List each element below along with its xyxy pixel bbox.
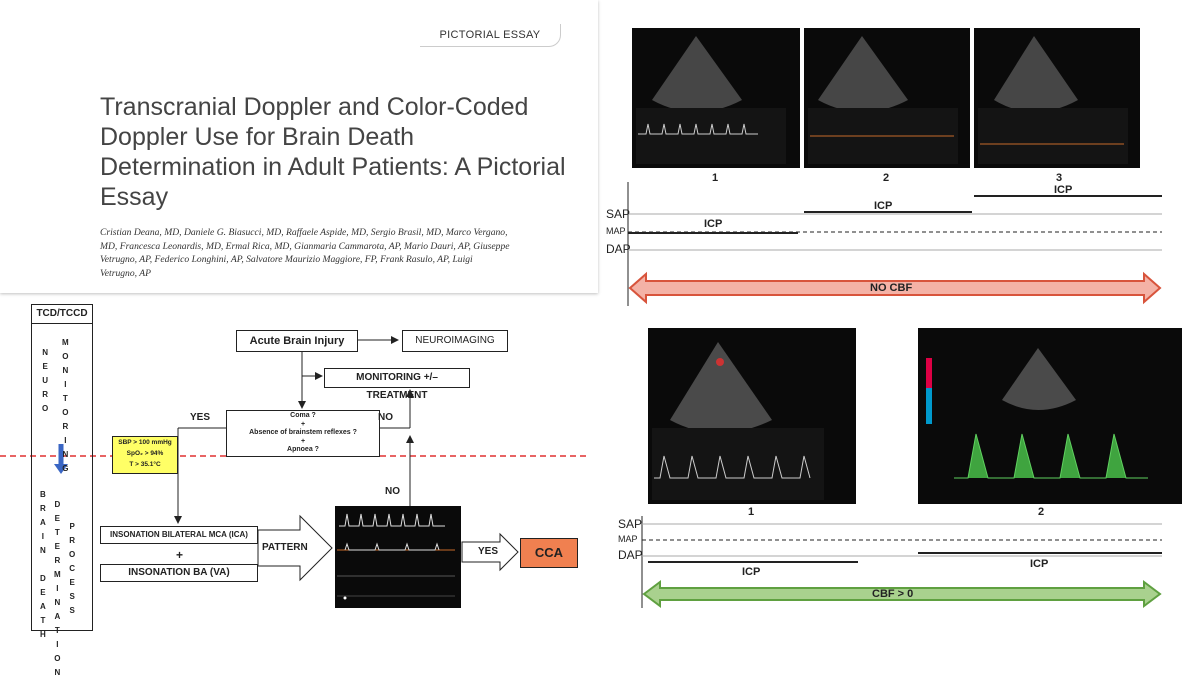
panel-label-2: 2 <box>883 172 890 184</box>
cbf-present-figure: 1 2 SAP MAP DAP ICP ICP CBF > 0 <box>600 322 1200 635</box>
sap-label-bottom: SAP <box>618 517 643 531</box>
map-label: MAP <box>606 226 626 236</box>
paper-header: PICTORIAL ESSAY Transcranial Doppler and… <box>0 0 598 293</box>
ultrasound-panel-bottom-2 <box>918 328 1182 504</box>
insonation-plus: + <box>176 548 184 562</box>
sap-label: SAP <box>606 207 631 221</box>
ultrasound-panel-3 <box>974 28 1140 168</box>
coma-line: Coma ? <box>290 412 316 419</box>
dap-label: DAP <box>606 242 631 256</box>
yes-label: YES <box>190 412 211 423</box>
side-text-monitoring: M O N I T O R I N G <box>62 338 69 473</box>
no-cbf-banner: NO CBF <box>870 282 913 294</box>
flowchart: TCD/TCCD N E U R O M O N I T O R I N G B… <box>0 298 600 677</box>
pattern-label: PATTERN <box>262 542 308 553</box>
no-label: NO <box>378 412 393 423</box>
dap-label-bottom: DAP <box>618 548 643 562</box>
icp-label-3: ICP <box>1054 184 1073 196</box>
panel-label-bottom-2: 2 <box>1038 506 1045 518</box>
coma-plus: + <box>300 420 306 428</box>
author-list: Cristian Deana, MD, Daniele G. Biasucci,… <box>100 227 510 279</box>
cbf-banner: CBF > 0 <box>872 588 914 600</box>
side-text-determination: D E T E R M I N A T I O N <box>54 500 61 677</box>
monitoring-treatment-box: MONITORING +/– TREATMENT <box>324 368 470 401</box>
icp-label-1: ICP <box>704 218 723 230</box>
yes-label-2: YES <box>478 546 499 557</box>
coma-criteria-box: Coma ? + Absence of brainstem reflexes ?… <box>226 410 380 457</box>
paper-title: Transcranial Doppler and Color-Coded Dop… <box>100 93 566 211</box>
neuroimaging-box: NEUROIMAGING <box>402 330 508 352</box>
panel-label-3: 3 <box>1056 172 1063 184</box>
brainstem-plus: + <box>300 437 306 445</box>
side-text-process: P R O C E S S <box>69 522 76 615</box>
no-label-2: NO <box>385 486 400 497</box>
flowchart-connectors <box>0 336 590 582</box>
ultrasound-panel-1 <box>632 28 800 168</box>
doppler-pattern-image <box>335 506 461 608</box>
map-label-bottom: MAP <box>618 534 638 544</box>
cca-box: CCA <box>520 538 578 568</box>
tcd-tccd-header: TCD/TCCD <box>31 304 93 324</box>
no-cbf-figure: 1 2 3 SAP MAP DAP ICP ICP ICP NO CBF <box>600 0 1200 310</box>
insonation-mca-box: INSONATION BILATERAL MCA (ICA) <box>100 526 258 544</box>
acute-brain-injury-box: Acute Brain Injury <box>236 330 358 352</box>
icp-label-bottom-1: ICP <box>742 566 761 578</box>
side-text-brain-death: B R A I N D E A T H <box>40 490 46 639</box>
icp-label-bottom-2: ICP <box>1030 558 1049 570</box>
side-text-neuro: N E U R O <box>42 348 49 413</box>
doppler-waveforms <box>337 513 455 600</box>
sbp-line: SBP > 100 mmHg <box>118 439 172 446</box>
physiological-criteria-box: SBP > 100 mmHg SpO₂ > 94% T > 35.1°C <box>112 436 178 474</box>
article-type-tag: PICTORIAL ESSAY <box>420 24 561 47</box>
brainstem-line: Absence of brainstem reflexes ? <box>249 429 357 436</box>
pressure-diagram-top <box>627 182 1162 306</box>
spo2-line: SpO₂ > 94% <box>126 450 164 457</box>
insonation-ba-box: INSONATION BA (VA) <box>100 564 258 582</box>
ultrasound-panel-2 <box>804 28 970 168</box>
temp-line: T > 35.1°C <box>129 461 161 468</box>
ultrasound-panel-bottom-1 <box>648 328 856 504</box>
panel-label-1: 1 <box>712 172 719 184</box>
icp-label-2: ICP <box>874 200 893 212</box>
panel-label-bottom-1: 1 <box>748 506 755 518</box>
apnoea-line: Apnoea ? <box>287 446 319 453</box>
pressure-diagram-bottom <box>641 516 1162 608</box>
side-column <box>31 323 93 631</box>
